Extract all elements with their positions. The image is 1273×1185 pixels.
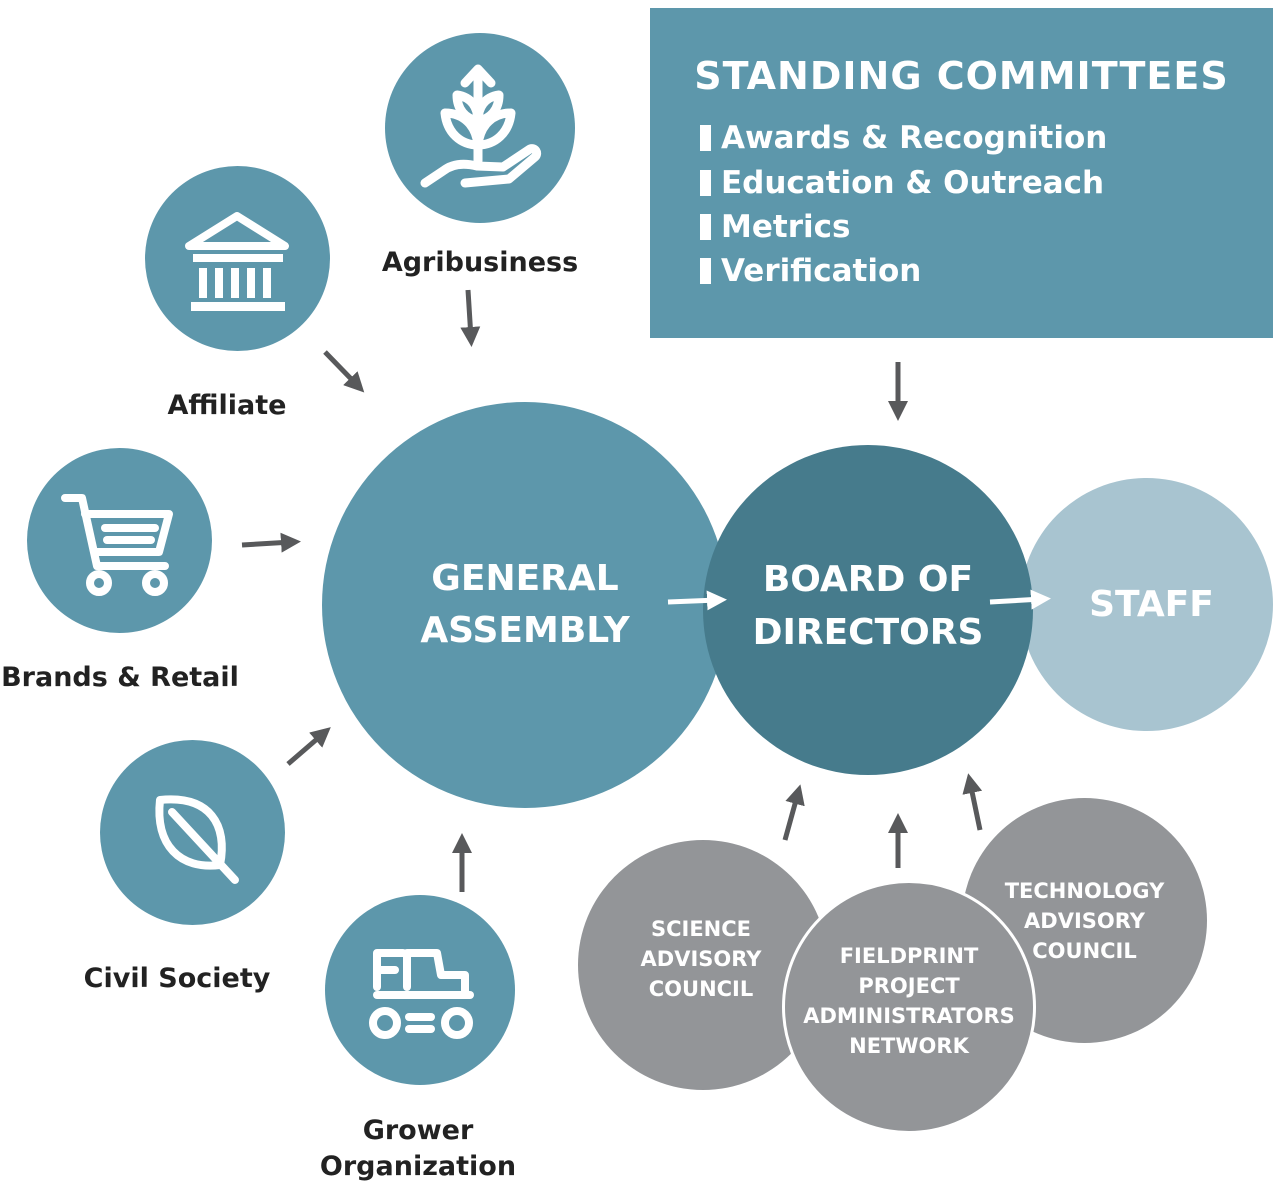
leaf-icon — [155, 795, 239, 884]
board-line2: DIRECTORS — [752, 612, 984, 653]
general-assembly-line1: GENERAL — [431, 558, 619, 599]
board-line1: BOARD OF — [762, 559, 974, 600]
arrow-affiliate-to-assembly — [323, 350, 365, 393]
technology-line1: TECHNOLOGY — [1004, 879, 1165, 903]
arrow-technology-to-board — [962, 773, 983, 831]
fieldprint-line3: ADMINISTRATORS — [803, 1004, 1015, 1028]
science-line3: COUNCIL — [648, 977, 754, 1001]
committee-item: Verification — [700, 253, 921, 289]
brands-retail-label: Brands & Retail — [1, 662, 239, 693]
technology-line3: COUNCIL — [1032, 939, 1137, 963]
arrow-board-to-staff — [989, 589, 1051, 610]
shopping-cart-icon — [61, 494, 173, 596]
arrow-civil-to-assembly — [286, 727, 331, 766]
staff-circle: STAFF — [1020, 478, 1273, 731]
agribusiness-label: Agribusiness — [381, 247, 579, 278]
arrow-agribusiness-to-assembly — [460, 289, 481, 347]
grower-organization-label: Grower Organization — [318, 1113, 518, 1185]
tractor-icon — [369, 949, 474, 1039]
fieldprint-project-administrators-network-circle: FIELDPRINT PROJECT ADMINISTRATORS NETWOR… — [782, 880, 1036, 1134]
fieldprint-line2: PROJECT — [858, 974, 960, 998]
committee-item: Awards & Recognition — [700, 120, 1107, 156]
arrow-brands-to-assembly — [241, 532, 301, 553]
grower-organization-circle — [325, 895, 515, 1085]
general-assembly-circle: GENERAL ASSEMBLY — [322, 402, 728, 808]
science-line2: ADVISORY — [640, 947, 762, 971]
brands-retail-circle — [27, 448, 212, 633]
staff-label: STAFF — [1089, 584, 1214, 625]
bullet-bar — [700, 214, 711, 240]
institution-building-icon — [185, 212, 289, 311]
grower-label-line1: Grower — [362, 1115, 474, 1146]
bullet-bar — [700, 170, 711, 196]
agribusiness-circle — [385, 33, 575, 223]
sprout-in-hand-icon — [420, 64, 542, 188]
board-of-directors-circle: BOARD OF DIRECTORS — [703, 445, 1033, 775]
science-line1: SCIENCE — [650, 917, 752, 941]
bullet-bar — [700, 125, 711, 151]
arrow-assembly-to-board — [667, 590, 727, 611]
general-assembly-line2: ASSEMBLY — [420, 610, 630, 651]
affiliate-label: Affiliate — [167, 390, 287, 421]
bullet-bar — [700, 258, 711, 284]
civil-society-circle — [100, 740, 285, 925]
affiliate-circle — [145, 166, 330, 351]
technology-line2: ADVISORY — [1024, 909, 1145, 933]
grower-label-line2: Organization — [319, 1151, 517, 1182]
arrow-science-to-board — [782, 784, 805, 841]
committee-item: Metrics — [700, 209, 850, 245]
standing-committees-title: STANDING COMMITTEES — [694, 54, 1229, 98]
committee-item: Education & Outreach — [700, 165, 1104, 201]
standing-committees-box: STANDING COMMITTEES Awards & Recognition… — [650, 8, 1273, 338]
civil-society-label: Civil Society — [83, 963, 271, 994]
fieldprint-line4: NETWORK — [849, 1034, 969, 1058]
science-advisory-council-circle: SCIENCE ADVISORY COUNCIL — [578, 840, 828, 1090]
fieldprint-line1: FIELDPRINT — [839, 944, 979, 968]
